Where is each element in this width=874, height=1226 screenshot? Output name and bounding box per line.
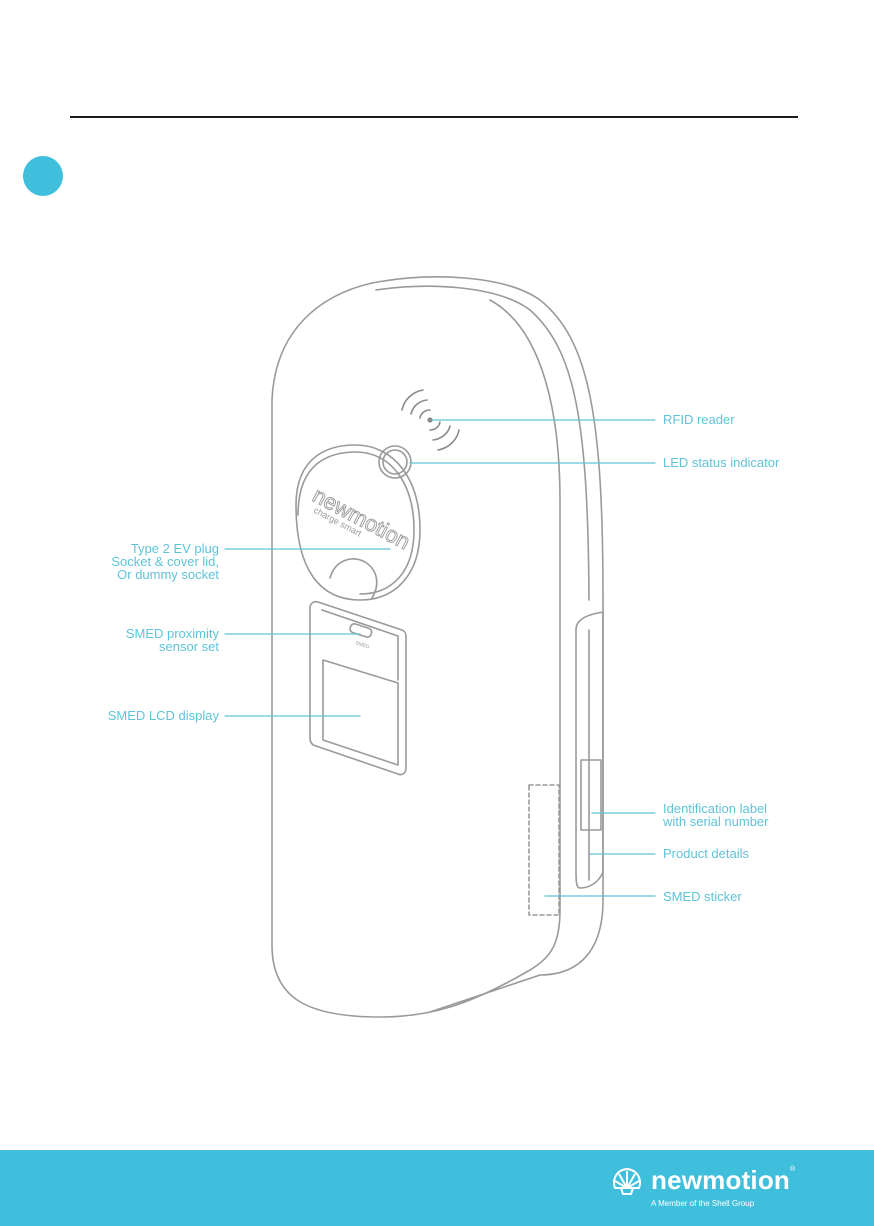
lcd-screen — [323, 660, 398, 765]
label-smed-proximity: SMED proximity sensor set — [126, 627, 219, 653]
label-product-details: Product details — [663, 847, 749, 860]
identification-label-shape — [581, 760, 601, 830]
footer-tagline: A Member of the Shell Group — [651, 1199, 754, 1208]
label-smed-sticker: SMED sticker — [663, 890, 742, 903]
label-led-status: LED status indicator — [663, 456, 779, 469]
smed-mark: SMED — [354, 640, 370, 650]
lcd-frame — [310, 602, 406, 775]
label-rfid-reader: RFID reader — [663, 413, 735, 426]
label-smed-lcd: SMED LCD display — [108, 709, 219, 722]
footer-brand: newmotion — [651, 1165, 790, 1196]
proximity-sensor — [349, 623, 373, 638]
label-type2-plug: Type 2 EV plug Socket & cover lid, Or du… — [111, 542, 219, 581]
shell-logo-icon — [611, 1166, 643, 1196]
label-identification: Identification label with serial number — [663, 802, 769, 828]
footer-trademark: ® — [790, 1166, 795, 1173]
